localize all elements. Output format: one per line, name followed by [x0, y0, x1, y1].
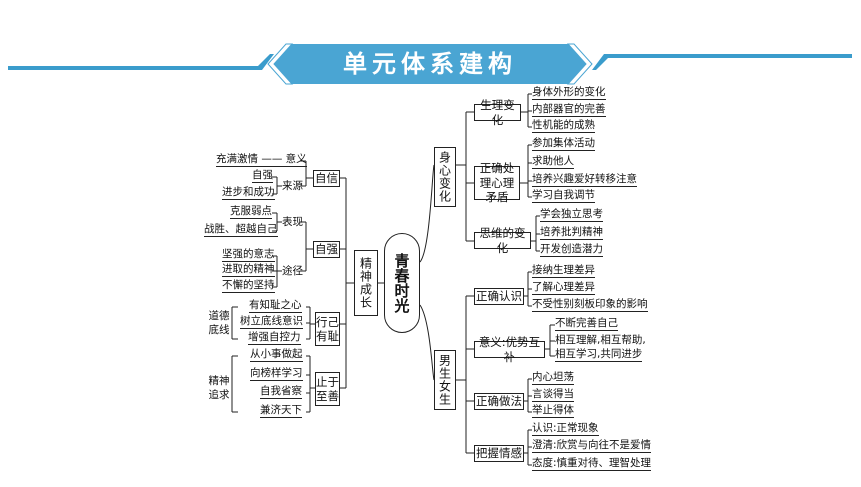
leaf: 培养批判精神: [540, 226, 603, 240]
leaf: 不断完善自己: [555, 317, 618, 331]
leaf: 培养兴趣爱好转移注意: [532, 173, 637, 187]
leaf: 增强自控力: [248, 331, 301, 345]
node-supreme-good: 止于至善: [315, 372, 340, 406]
leaf: 自我省察: [260, 385, 302, 399]
leaf: 树立底线意识: [240, 315, 303, 329]
leaf: 学习自我调节: [532, 189, 595, 203]
node-psych-conflict: 正确处理心理矛盾: [474, 161, 520, 204]
leaf: 澄清:欣赏与向往不是爱情: [532, 439, 652, 453]
branch-boys-girls: 男生女生: [434, 350, 456, 410]
leaf: 充满激情 —— 意义: [216, 153, 307, 167]
label-path: 途径: [282, 265, 303, 277]
leaf: 自强: [252, 169, 273, 183]
leaf: 言谈得当: [532, 388, 574, 402]
leaf: 有知耻之心: [249, 299, 302, 313]
leaf: 进取的精神: [222, 263, 275, 277]
leaf: 坚强的意志: [222, 248, 275, 262]
leaf: 内部器官的完善: [532, 103, 606, 117]
node-spiritual-growth: 精神成长: [354, 250, 378, 316]
label-moral-bottom-line: 道德底线: [208, 310, 230, 336]
title-banner: [272, 44, 588, 84]
page-title: 单元体系建构: [343, 50, 517, 78]
node-right-understanding: 正确认识: [474, 288, 524, 305]
leaf: 向榜样学习: [250, 367, 303, 381]
leaf: 战胜、超越自己: [204, 223, 278, 237]
leaf: 开发创造潜力: [540, 243, 603, 257]
leaf: 学会独立思考: [540, 208, 603, 222]
leaf: 从小事做起: [250, 348, 303, 362]
header-stripes: [8, 54, 852, 70]
label-source: 来源: [282, 180, 303, 192]
leaf: 内心坦荡: [532, 371, 574, 385]
leaf: 进步和成功: [222, 186, 275, 200]
center-node: 青春时光: [384, 233, 420, 333]
node-confidence: 自信: [313, 170, 340, 187]
leaf: 求助他人: [532, 155, 574, 169]
leaf: 性机能的成熟: [532, 119, 595, 133]
leaf: 相互理解,相互帮助,: [555, 334, 646, 346]
label-spiritual-pursuit: 精神追求: [208, 375, 230, 401]
node-complement: 意义:优势互补: [474, 335, 545, 364]
leaf: 克服弱点: [230, 205, 272, 219]
node-right-practice: 正确做法: [474, 393, 524, 410]
label-manifest: 表现: [282, 216, 303, 228]
node-thinking: 思维的变化: [474, 226, 531, 255]
leaf: 认识:正常现象: [532, 422, 599, 436]
leaf: 参加集体活动: [532, 137, 595, 151]
node-self-strength: 自强: [313, 241, 340, 258]
branch-physical-mental: 身心变化: [434, 147, 456, 207]
leaf: 不懈的坚持: [222, 279, 275, 293]
node-physiological: 生理变化: [474, 98, 521, 127]
leaf: 举止得体: [532, 404, 574, 418]
leaf: 身体外形的变化: [532, 86, 606, 100]
leaf: 相互学习,共同进步: [555, 348, 643, 362]
node-emotion: 把握情感: [474, 445, 524, 462]
node-sense-of-shame: 行己有耻: [315, 312, 340, 346]
leaf: 态度:慎重对待、理智处理: [532, 457, 652, 471]
leaf: 不受性别刻板印象的影响: [532, 298, 648, 312]
leaf: 接纳生理差异: [532, 264, 595, 278]
leaf: 兼济天下: [260, 404, 302, 418]
leaf: 了解心理差异: [532, 281, 595, 295]
